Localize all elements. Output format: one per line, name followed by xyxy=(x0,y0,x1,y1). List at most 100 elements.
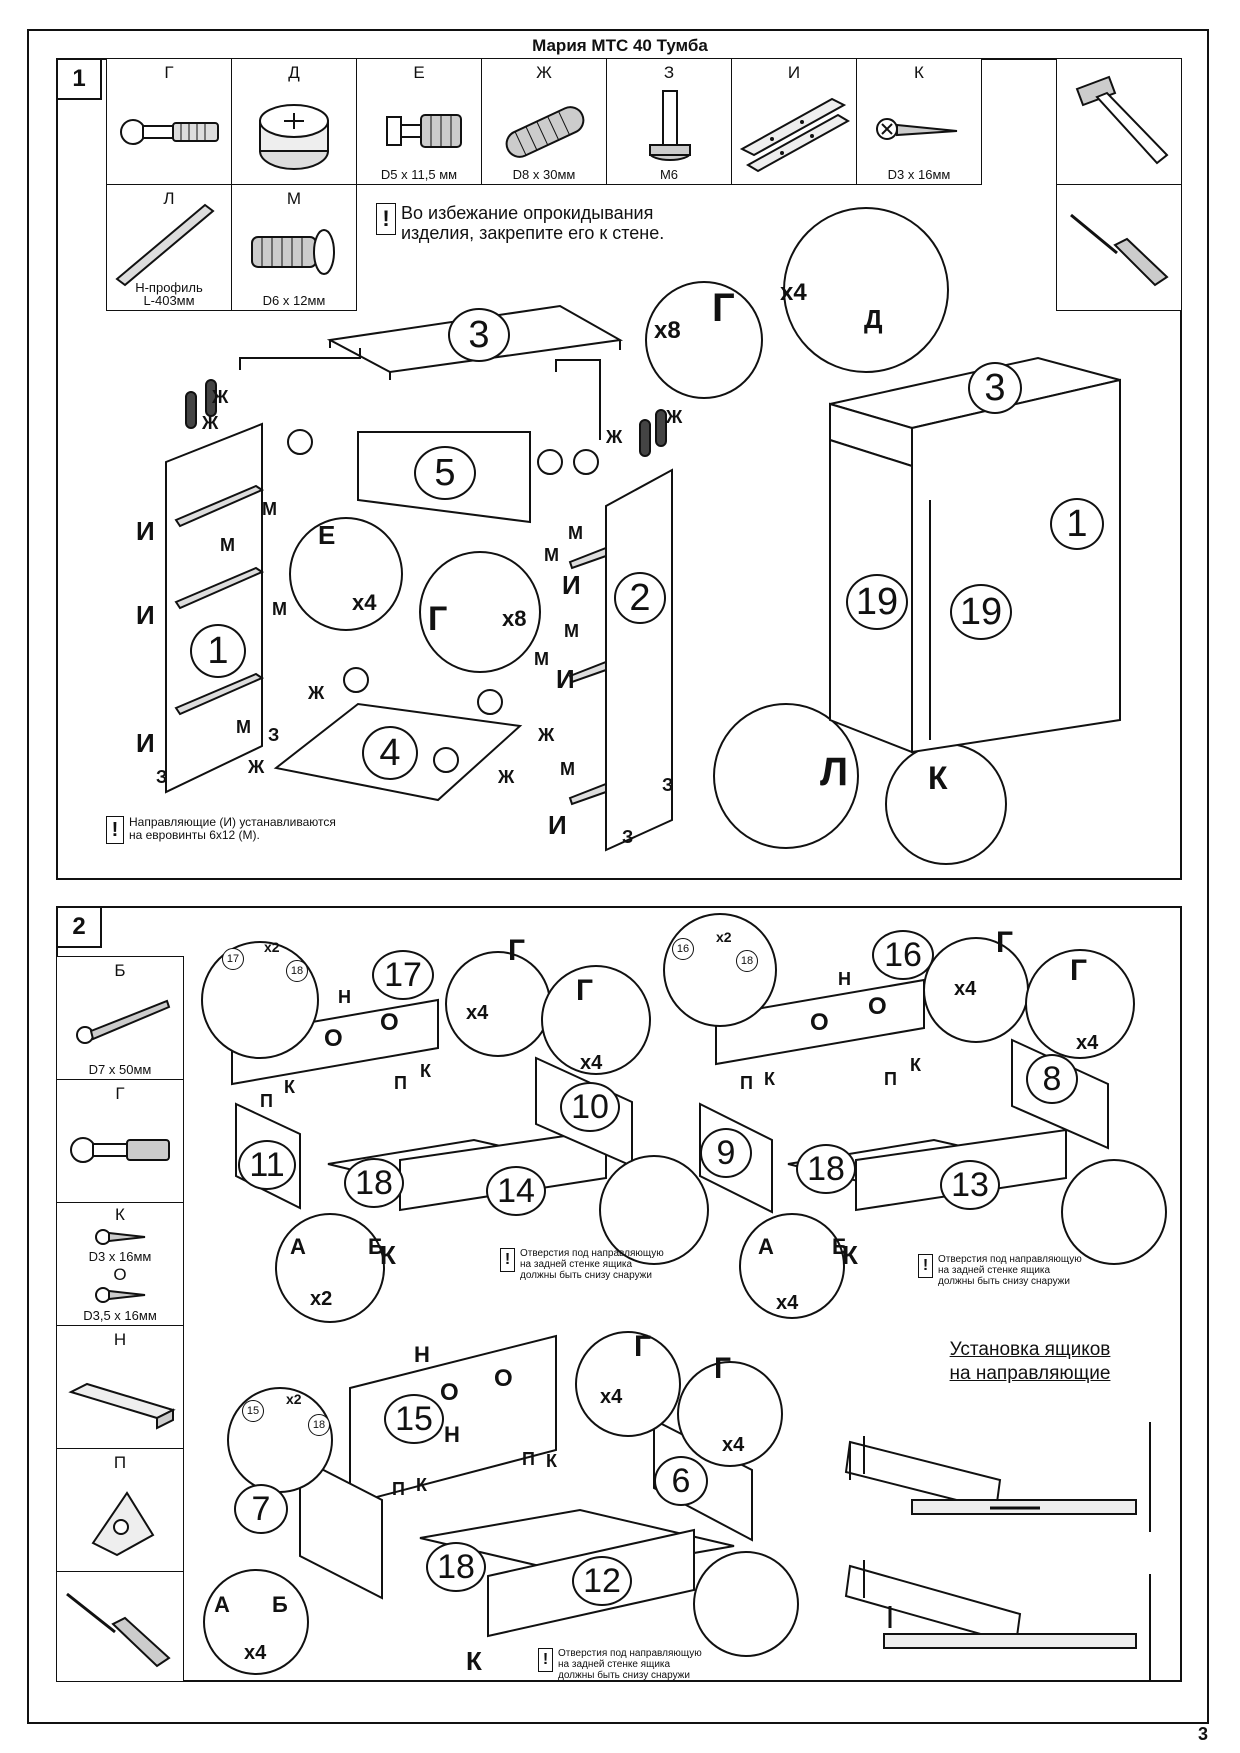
label-x4: x4 xyxy=(600,1386,623,1408)
tool-screwdriver-2 xyxy=(56,1571,184,1682)
part-d: Д xyxy=(231,58,357,185)
label-g: Г xyxy=(508,934,526,967)
label-n: Н xyxy=(414,1342,430,1367)
page-title: Мария МТС 40 Тумба xyxy=(532,36,708,55)
label-z: З xyxy=(622,827,634,847)
label-a: А xyxy=(758,1234,774,1259)
part-zh: Ж D8 x 30мм xyxy=(481,58,607,185)
screw-icon xyxy=(876,118,958,140)
note-line: на задней стенке ящика xyxy=(520,1259,633,1270)
label-zh: Ж xyxy=(538,725,555,745)
label-zh: Ж xyxy=(666,407,683,427)
label-zh: Ж xyxy=(606,427,623,447)
screwdriver-icon xyxy=(66,1592,171,1668)
label-m: М xyxy=(272,599,287,619)
part-letter: К xyxy=(914,63,924,82)
label-a: А xyxy=(214,1592,230,1617)
part-letter2: О xyxy=(113,1265,127,1284)
label-g: Г xyxy=(996,926,1014,959)
panel-10-label: 10 xyxy=(560,1082,620,1132)
small-circle-18: 18 xyxy=(286,960,308,982)
panel-17-label: 17 xyxy=(372,950,434,1000)
label-b: Б xyxy=(368,1234,384,1259)
label-n: Н xyxy=(838,969,851,989)
install-title: Установка ящиков на направляющие xyxy=(910,1338,1150,1386)
callout-x8-mid: x8 xyxy=(502,606,527,631)
label-k: К xyxy=(416,1475,427,1495)
page-frame xyxy=(27,29,1209,1724)
label-p: П xyxy=(392,1479,405,1499)
label-x4: x4 xyxy=(466,1002,489,1024)
label-g: Г xyxy=(714,1352,732,1385)
part-caption: D3 x 16мм xyxy=(887,167,951,182)
part-i: И xyxy=(731,58,857,185)
label-g: Г xyxy=(576,974,594,1007)
panel-7-label: 7 xyxy=(234,1484,288,1534)
note-line: Отверстия под направляющую xyxy=(520,1248,664,1259)
label-i: И xyxy=(556,664,575,694)
part-letter: Г xyxy=(115,1084,125,1103)
install-title-line: Установка ящиков xyxy=(949,1339,1111,1360)
panel-9-label: 9 xyxy=(700,1128,752,1178)
part-letter: Н xyxy=(113,1330,127,1349)
label-m: М xyxy=(534,649,549,669)
label-i: И xyxy=(136,516,155,546)
label-i: И xyxy=(548,810,567,840)
label-zh: Ж xyxy=(202,413,219,433)
label-z: З xyxy=(662,775,674,795)
callout-e: Е xyxy=(318,520,336,550)
note-line: должны быть снизу снаружи xyxy=(558,1670,690,1681)
panel-19-right-label: 19 xyxy=(950,584,1012,640)
warning-line: Во избежание опрокидывания xyxy=(401,203,654,223)
part-z: З М6 xyxy=(606,58,732,185)
warning-icon: ! xyxy=(918,1254,933,1278)
label-x2-screw: x2 xyxy=(310,1288,333,1310)
label-n: Н xyxy=(444,1422,460,1447)
cam-bolt-icon xyxy=(70,1137,170,1163)
label-b: Б xyxy=(832,1234,848,1259)
part-k-o: К D3 x 16мм О D3,5 x 16мм xyxy=(56,1202,184,1326)
part-letter: Е xyxy=(413,63,425,82)
label-m: М xyxy=(564,621,579,641)
panel-14-label: 14 xyxy=(486,1166,546,1216)
label-k: К xyxy=(420,1061,431,1081)
warning-icon: ! xyxy=(538,1648,553,1672)
label-g: Г xyxy=(634,1330,652,1363)
confirmat-screw-icon xyxy=(76,999,171,1044)
tool-screwdriver xyxy=(1056,184,1182,311)
label-o: О xyxy=(810,1009,829,1036)
part-caption: D6 x 12мм xyxy=(262,293,326,308)
callout-x8: x8 xyxy=(654,317,681,344)
label-z: З xyxy=(268,725,280,745)
callout-k: К xyxy=(928,760,948,796)
label-b: Б xyxy=(272,1592,288,1617)
panel-6-label: 6 xyxy=(654,1456,708,1506)
label-k: К xyxy=(910,1055,921,1075)
label-m: М xyxy=(236,717,251,737)
screwdriver-icon xyxy=(1070,213,1169,287)
screws-icon xyxy=(95,1229,146,1303)
handle-profile-icon xyxy=(68,1382,176,1430)
panel-18-label-3: 18 xyxy=(426,1542,486,1592)
callout-g-top: Г xyxy=(712,286,735,330)
part-caption: D7 x 50мм xyxy=(88,1062,152,1077)
label-o: О xyxy=(324,1025,343,1052)
callout-l: Л xyxy=(820,750,849,794)
tool-hammer xyxy=(1056,58,1182,185)
panel-16-label: 16 xyxy=(872,930,934,980)
label-k: К xyxy=(284,1077,295,1097)
install-title-line: на направляющие xyxy=(949,1363,1111,1384)
panel-18-label: 18 xyxy=(344,1158,404,1208)
part-caption-line2: L-403мм xyxy=(143,293,195,308)
label-m: М xyxy=(220,535,235,555)
panel-3-label: 3 xyxy=(448,308,510,362)
